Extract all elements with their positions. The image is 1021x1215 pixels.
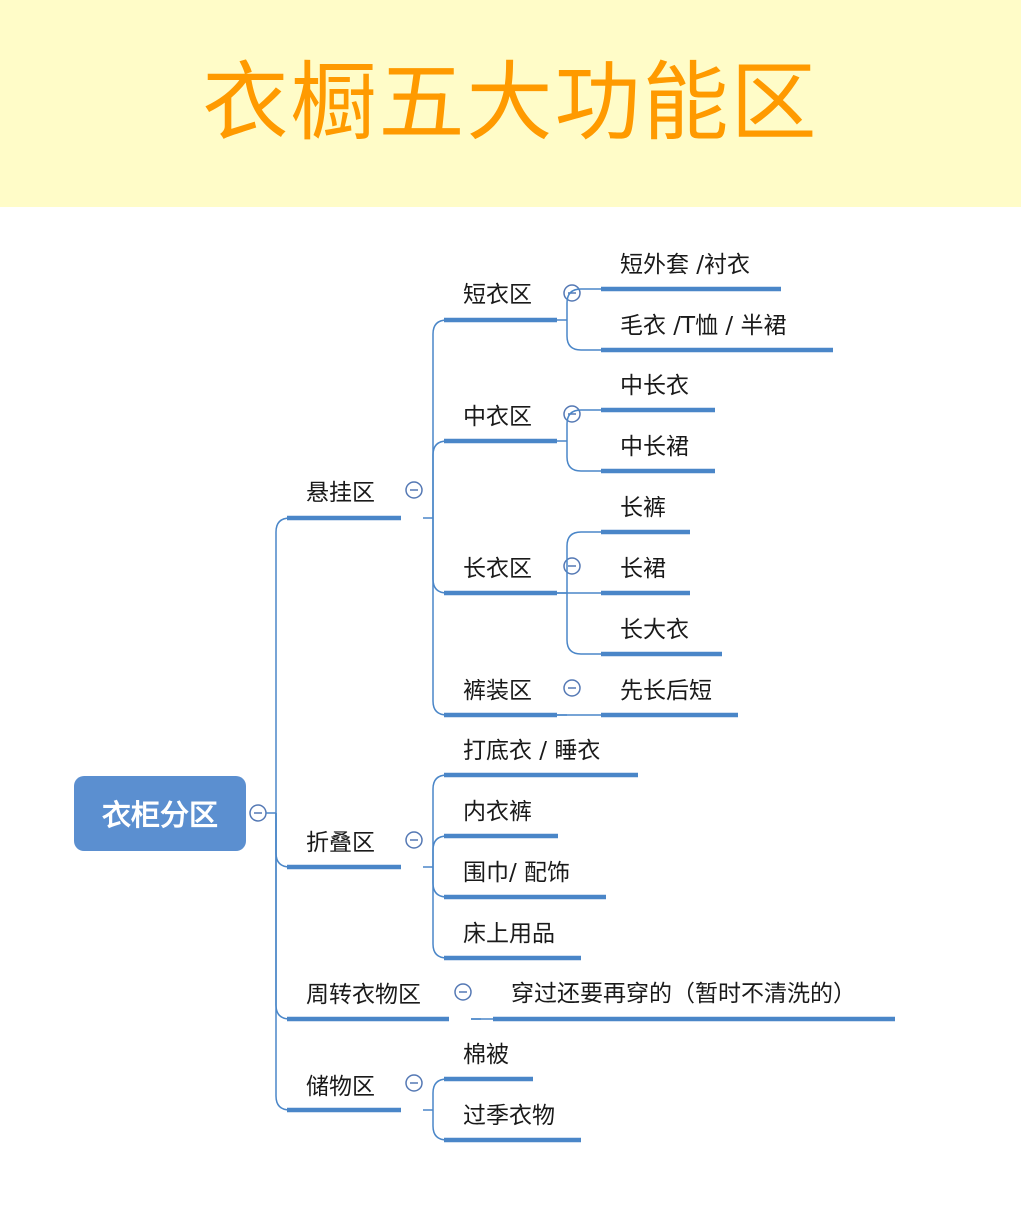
subzone-branch-connector [566, 409, 601, 441]
subzone-branch-connector [566, 441, 601, 472]
leaf-label: 棉被 [463, 1042, 509, 1068]
leaf-label: 先长后短 [620, 678, 712, 704]
leaf-label: 毛衣 /T恤 / 半裙 [620, 313, 786, 339]
category-label: 折叠区 [306, 830, 375, 856]
title-banner: 衣橱五大功能区 [0, 0, 1021, 207]
root-node[interactable] [74, 776, 246, 851]
subzone-label: 裤装区 [463, 678, 532, 704]
leaf-label: 中长裙 [620, 434, 689, 460]
subzone-branch-connector [566, 531, 601, 593]
hang-branch-connector [432, 518, 448, 594]
leaf-label: 长裙 [620, 556, 666, 582]
category-branch-connector [432, 867, 448, 959]
leaf-label: 中长衣 [620, 373, 689, 399]
leaf-label: 打底衣 / 睡衣 [463, 738, 600, 764]
category-branch-connector [432, 835, 448, 867]
subzone-branch-connector [566, 593, 601, 655]
leaf-label: 过季衣物 [463, 1103, 555, 1129]
leaf-label: 短外套 /衬衣 [620, 252, 750, 278]
leaf-label: 长裤 [620, 495, 666, 521]
hang-branch-connector [432, 440, 448, 518]
hang-branch-connector [432, 319, 448, 518]
subzone-label: 长衣区 [463, 556, 532, 582]
root-branch-connector [275, 813, 291, 1111]
hang-branch-connector [432, 518, 448, 716]
category-label: 周转衣物区 [306, 982, 421, 1008]
root-node-label: 衣柜分区 [102, 798, 218, 832]
subzone-branch-connector [566, 320, 601, 351]
leaf-label: 围巾/ 配饰 [463, 860, 570, 886]
leaf-label: 长大衣 [620, 617, 689, 643]
root-branch-connector [275, 813, 291, 1020]
subzone-label: 短衣区 [463, 282, 532, 308]
category-label: 储物区 [306, 1074, 375, 1100]
subzone-branch-connector [566, 288, 601, 320]
category-branch-connector [432, 867, 448, 898]
page-title: 衣橱五大功能区 [202, 53, 819, 153]
leaf-label: 穿过还要再穿的（暂时不清洗的） [511, 981, 856, 1007]
category-branch-connector [432, 1078, 448, 1110]
root-branch-connector [275, 813, 291, 868]
category-label: 悬挂区 [306, 480, 375, 506]
leaf-label: 内衣裤 [463, 799, 532, 825]
subzone-label: 中衣区 [463, 404, 532, 430]
category-branch-connector [432, 1110, 448, 1141]
leaf-label: 床上用品 [463, 921, 555, 947]
category-branch-connector [432, 774, 448, 867]
root-branch-connector [275, 517, 291, 813]
